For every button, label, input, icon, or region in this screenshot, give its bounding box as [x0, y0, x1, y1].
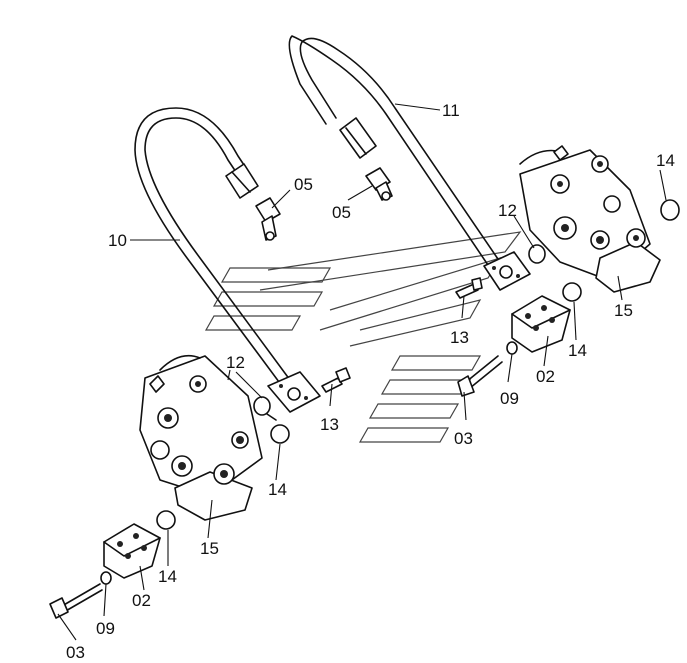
o-ring-14-b [156, 510, 176, 530]
label-15-right: 15 [614, 301, 633, 320]
label-11: 11 [442, 101, 460, 120]
label-15-left: 15 [200, 539, 219, 558]
pipe-10 [134, 107, 291, 387]
o-ring-12-left [253, 396, 271, 416]
pipe-10-flange [267, 371, 321, 413]
label-10: 10 [108, 231, 127, 250]
valve-body-right [519, 145, 661, 293]
label-14-b: 14 [158, 567, 177, 586]
washer-09-left [100, 571, 112, 585]
label-09-right: 09 [500, 389, 519, 408]
label-14-c: 14 [656, 151, 675, 170]
leader-lines [57, 103, 667, 641]
fitting-05-left [255, 197, 281, 241]
flange-plate-02-left [103, 523, 161, 579]
pipe-11 [288, 35, 501, 269]
flange-plate-02-right [511, 295, 571, 353]
bolt-03-left [49, 583, 103, 619]
label-02-left: 02 [132, 591, 151, 610]
label-12-left: 12 [226, 353, 245, 372]
watermark-logo [204, 231, 522, 443]
bolt-03-right [457, 355, 503, 397]
valve-body-left [139, 354, 277, 521]
label-14-d: 14 [568, 341, 587, 360]
part-labels: 10 11 05 05 12 12 13 13 14 14 14 14 15 1… [66, 101, 675, 662]
label-02-right: 02 [536, 367, 555, 386]
label-12-right: 12 [498, 201, 517, 220]
label-03-right: 03 [454, 429, 473, 448]
washer-09-right [506, 341, 518, 355]
bolt-13-right [455, 277, 483, 299]
label-13-right: 13 [450, 328, 469, 347]
o-ring-14-d [562, 282, 582, 302]
o-ring-14-a [270, 424, 290, 444]
pipe-11-flange [483, 251, 531, 291]
label-09-left: 09 [96, 619, 115, 638]
label-05-right: 05 [332, 203, 351, 222]
label-13-left: 13 [320, 415, 339, 434]
label-03-left: 03 [66, 643, 85, 662]
label-14-a: 14 [268, 480, 287, 499]
label-05-left: 05 [294, 175, 313, 194]
bolt-13-left [321, 367, 351, 393]
fitting-05-right [365, 167, 393, 201]
o-ring-14-c [660, 199, 680, 221]
o-ring-12-right [528, 244, 546, 264]
